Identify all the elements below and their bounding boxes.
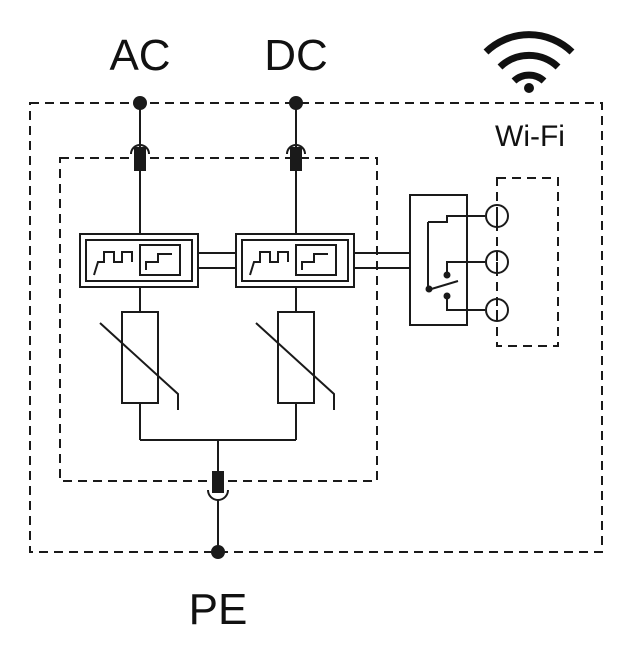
label-pe: PE — [189, 585, 248, 634]
thermal-disconnector-dc — [235, 233, 355, 288]
pe-line — [140, 439, 296, 559]
remote-signal-box — [496, 177, 559, 347]
varistor-ac — [99, 287, 179, 440]
dc-line — [286, 96, 306, 234]
label-ac: AC — [109, 31, 170, 80]
ac-line — [130, 96, 150, 234]
varistor-dc — [255, 287, 335, 440]
signal-contact — [409, 194, 485, 326]
remote-terminals — [485, 204, 509, 322]
outer-enclosure — [29, 102, 603, 553]
label-wifi: Wi-Fi — [495, 120, 565, 153]
label-dc: DC — [264, 31, 328, 80]
wifi-icon — [483, 31, 575, 93]
thermal-disconnector-ac — [79, 233, 199, 288]
inner-module — [59, 157, 378, 482]
mechanical-link — [198, 252, 410, 269]
